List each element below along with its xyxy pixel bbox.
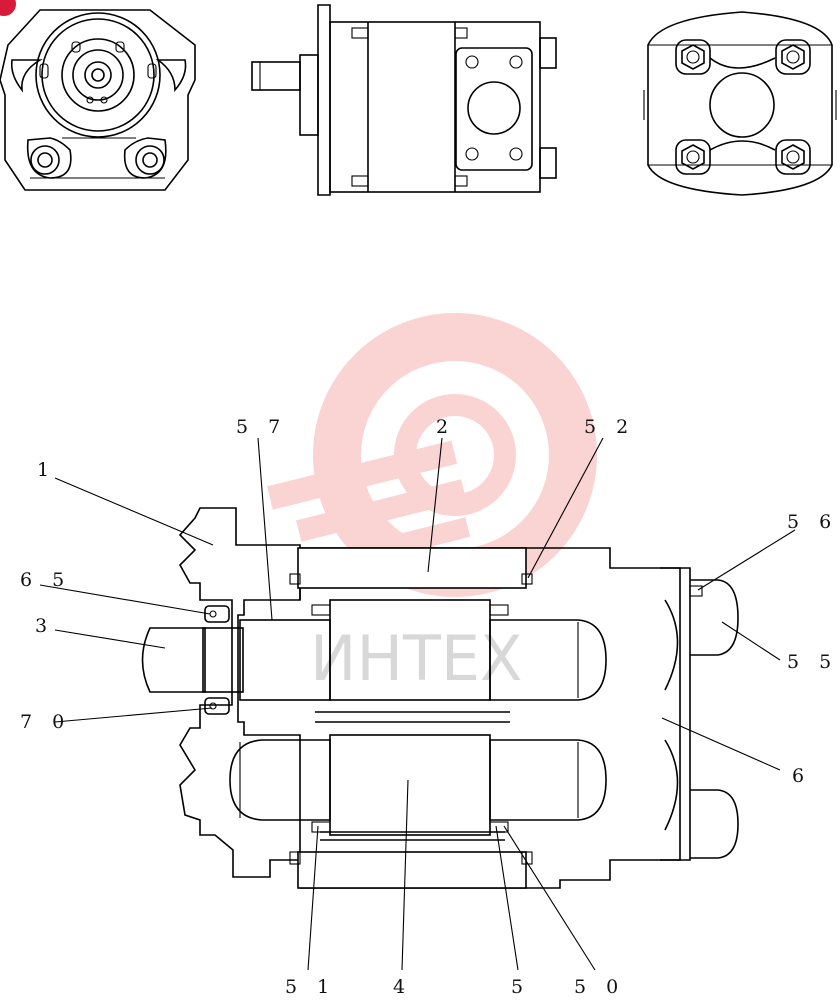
- callout-55: 5 5: [787, 651, 838, 673]
- callout-70: 7 0: [20, 711, 71, 733]
- callout-2: 2: [436, 416, 455, 438]
- callout-51: 5 1: [285, 976, 336, 998]
- callout-65: 6 5: [20, 569, 71, 591]
- callout-50: 5 0: [574, 976, 625, 998]
- callout-57: 5 7: [236, 416, 287, 438]
- callout-52: 5 2: [584, 416, 635, 438]
- leader-lines: [39, 437, 796, 971]
- watermark-text: ИНТЕХ: [310, 622, 523, 695]
- corner-badge: [0, 0, 16, 16]
- callout-6: 6: [792, 765, 811, 787]
- callout-56: 5 6: [787, 511, 838, 533]
- callout-4: 4: [393, 976, 412, 998]
- side-view: [251, 4, 557, 196]
- section-view: [141, 507, 739, 889]
- rear-view: [643, 11, 837, 196]
- callout-3: 3: [35, 615, 54, 637]
- callout-5: 5: [511, 976, 530, 998]
- front-view: [0, 9, 196, 191]
- callout-1: 1: [37, 459, 56, 481]
